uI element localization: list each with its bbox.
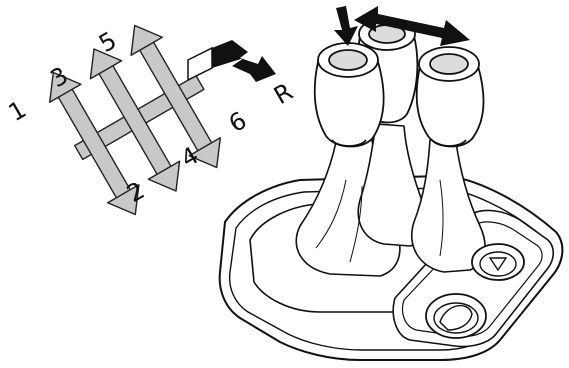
gear-knob-left: [315, 43, 384, 147]
triangle-button-icon: [472, 244, 524, 280]
gear-label-reverse: R: [269, 78, 297, 111]
gear-label-6: 6: [224, 106, 251, 138]
gear-knob-right: [417, 47, 484, 147]
push-down-arrow-icon: [334, 6, 358, 46]
reverse-arrow-icon: [188, 40, 276, 82]
rotary-knob-icon: [426, 294, 486, 338]
gear-label-1: 1: [4, 95, 31, 127]
